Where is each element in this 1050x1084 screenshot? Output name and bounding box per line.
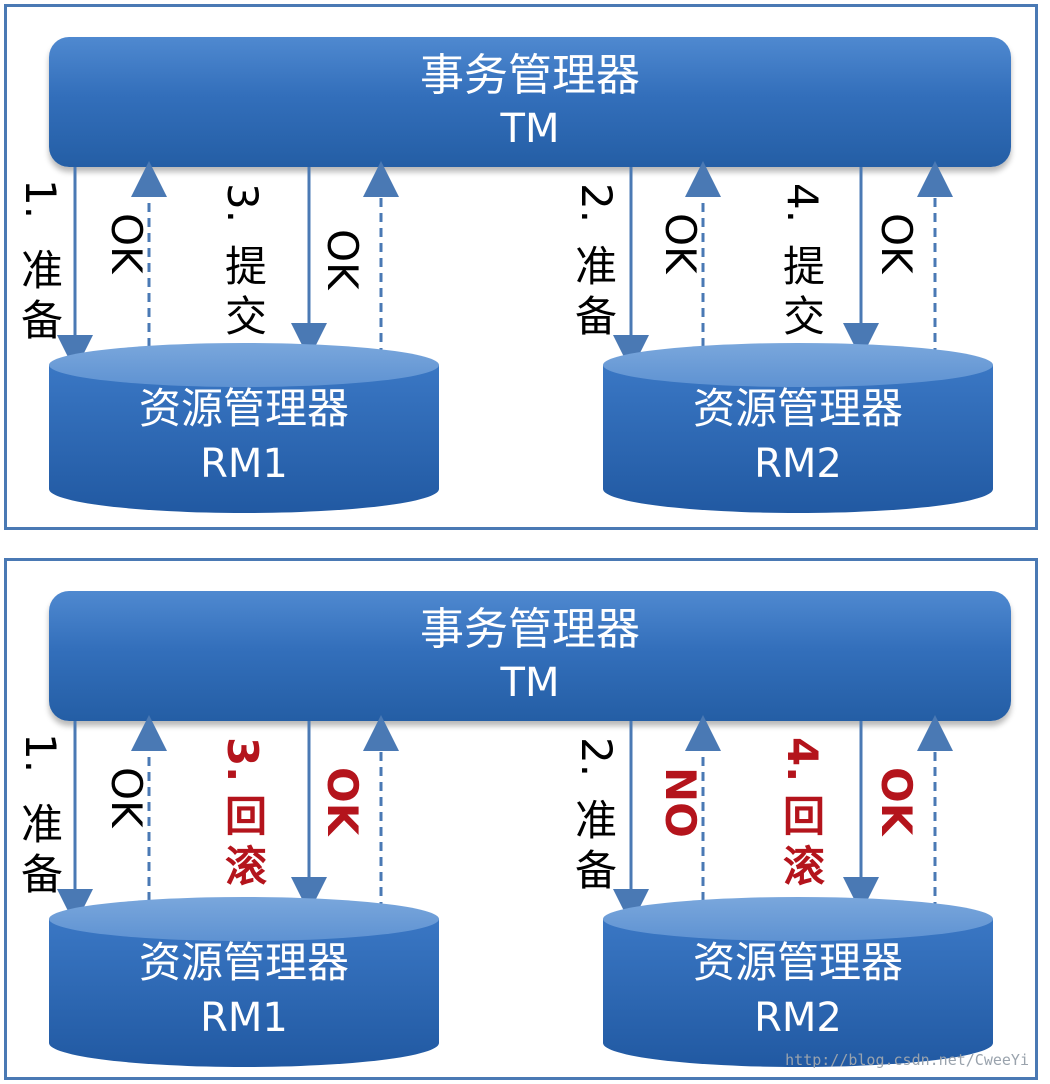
- step4-number: 4.: [778, 737, 827, 783]
- resource-manager-rm1: 资源管理器 RM1: [47, 895, 441, 1071]
- resource-manager-rm1: 资源管理器 RM1: [47, 341, 441, 517]
- step3-text-b: 滚: [225, 842, 268, 891]
- step4-text-a: 提: [783, 242, 826, 291]
- step3-ok: OK: [318, 767, 367, 836]
- step2-number: 2.: [572, 183, 621, 224]
- step4-number: 4.: [778, 183, 827, 224]
- step1-number: 1.: [16, 733, 65, 774]
- cylinder-shape: [603, 897, 993, 1067]
- cylinder-shape: [603, 343, 993, 513]
- step2-text-a: 准: [575, 796, 618, 845]
- step1-ok: OK: [102, 767, 151, 828]
- cylinder-shape: [49, 897, 439, 1067]
- step4-ok: OK: [872, 767, 921, 836]
- rm2-subtitle: RM2: [754, 995, 842, 1041]
- commit-scenario-panel: 事务管理器 TM 1. 准 备 OK 3. 提 交 OK 2. 准 备: [4, 4, 1038, 530]
- rm2-title: 资源管理器: [692, 384, 903, 433]
- step1-text-a: 准: [21, 246, 64, 295]
- transaction-manager-box: 事务管理器 TM: [49, 591, 1011, 721]
- cylinder-shape: [49, 343, 439, 513]
- message-arrows: [57, 715, 953, 925]
- step3-text-a: 回: [225, 792, 268, 841]
- resource-manager-rm2: 资源管理器 RM2: [601, 341, 995, 517]
- rm2-subtitle: RM2: [754, 441, 842, 487]
- step2-number: 2.: [572, 737, 621, 778]
- step2-text-b: 备: [575, 846, 618, 895]
- step2-text-b: 备: [575, 292, 618, 341]
- transaction-manager-box: 事务管理器 TM: [49, 37, 1011, 167]
- step3-text-b: 交: [225, 292, 268, 341]
- watermark-text: http://blog.csdn.net/CweeYi: [785, 1051, 1029, 1069]
- tm-subtitle: TM: [500, 660, 560, 706]
- rm1-title: 资源管理器: [138, 938, 349, 987]
- tm-subtitle: TM: [500, 106, 560, 152]
- resource-manager-rm2: 资源管理器 RM2: [601, 895, 995, 1071]
- step4-text-a: 回: [783, 792, 826, 841]
- step3-text-a: 提: [225, 242, 268, 291]
- step2-ok: OK: [656, 213, 705, 274]
- step4-ok: OK: [872, 213, 921, 274]
- step3-ok: OK: [318, 229, 367, 290]
- rm1-subtitle: RM1: [200, 441, 288, 487]
- message-arrows: [57, 161, 953, 371]
- rollback-scenario-panel: 事务管理器 TM 1. 准 备 OK 3. 回 滚 OK 2. 准 备 NO 4…: [4, 558, 1038, 1080]
- rm2-title: 资源管理器: [692, 938, 903, 987]
- step2-text-a: 准: [575, 242, 618, 291]
- step1-number: 1.: [16, 179, 65, 220]
- rm1-subtitle: RM1: [200, 995, 288, 1041]
- step3-number: 3.: [218, 183, 267, 224]
- step1-text-b: 备: [21, 296, 64, 345]
- step3-number: 3.: [218, 737, 267, 783]
- step1-text-b: 备: [21, 850, 64, 899]
- tm-title: 事务管理器: [420, 604, 640, 655]
- step1-ok: OK: [102, 213, 151, 274]
- step1-text-a: 准: [21, 800, 64, 849]
- step4-text-b: 交: [783, 292, 826, 341]
- step2-no: NO: [656, 767, 705, 838]
- step4-text-b: 滚: [783, 842, 826, 891]
- rm1-title: 资源管理器: [138, 384, 349, 433]
- tm-title: 事务管理器: [420, 50, 640, 101]
